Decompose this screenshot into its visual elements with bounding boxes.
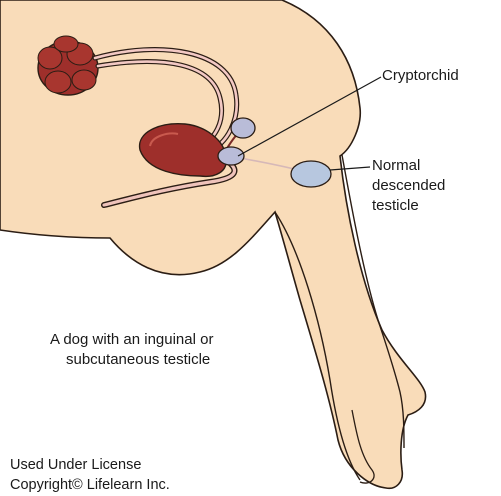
normal-label-line3: testicle <box>372 196 445 216</box>
normal-label-line1: Normal <box>372 156 445 176</box>
diagram-caption: A dog with an inguinal or subcutaneous t… <box>50 330 213 370</box>
credit-line1: Used Under License <box>10 455 170 475</box>
caption-line1: A dog with an inguinal or <box>50 330 213 350</box>
normal-testicle-label: Normal descended testicle <box>372 156 445 216</box>
normal-testicle <box>291 161 331 187</box>
cryptorchid-testicle-upper <box>231 118 255 138</box>
normal-label-line2: descended <box>372 176 445 196</box>
cryptorchid-label: Cryptorchid <box>382 66 459 86</box>
license-credit: Used Under License Copyright© Lifelearn … <box>10 455 170 495</box>
cryptorchid-testicle-lower <box>218 147 244 165</box>
caption-line2: subcutaneous testicle <box>50 350 213 370</box>
credit-line2: Copyright© Lifelearn Inc. <box>10 475 170 495</box>
